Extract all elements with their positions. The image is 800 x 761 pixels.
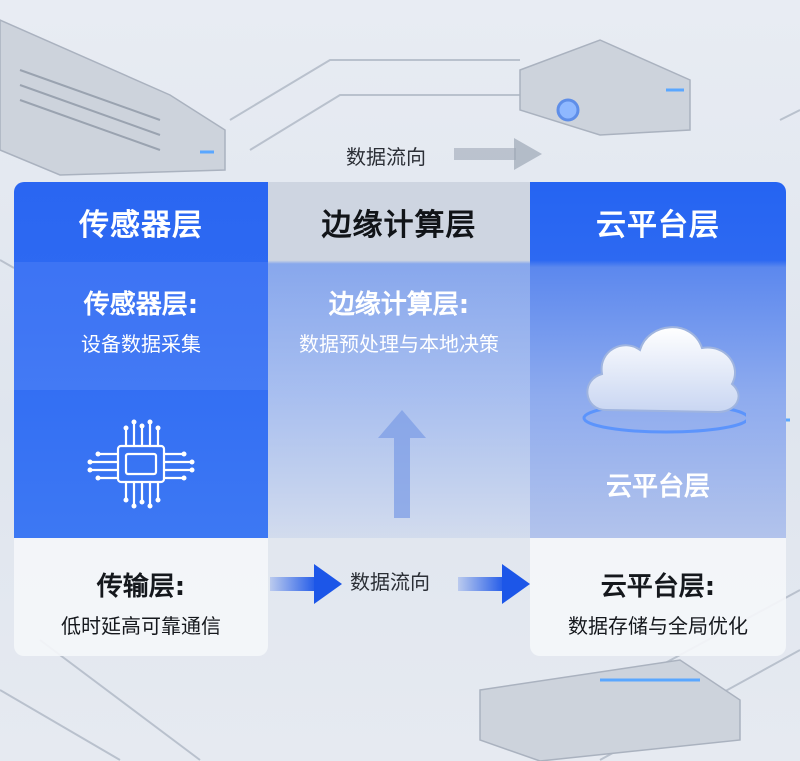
sensor-layer-block: 传感器层: 设备数据采集: [14, 262, 268, 390]
sensor-layer-column: 传感器层 传感器层: 设备数据采集: [14, 182, 268, 538]
edge-layer-title: 边缘计算层:: [328, 290, 470, 320]
flow-arrow-icon-right: [458, 564, 530, 604]
transport-layer-card: 传输层: 低时延高可靠通信: [14, 538, 268, 656]
bottom-flow-label: 数据流向: [350, 570, 430, 594]
edge-layer-column: 边缘计算层 边缘计算层: 数据预处理与本地决策: [268, 182, 530, 538]
edge-layer-header: 边缘计算层: [321, 208, 477, 243]
chip-icon: [87, 419, 195, 509]
cloud-icon: [582, 326, 746, 434]
top-flow-label: 数据流向: [346, 145, 426, 169]
cloud-platform-title: 云平台层:: [600, 572, 716, 602]
top-flow-arrow-icon: [454, 138, 542, 170]
sensor-layer-header: 传感器层: [79, 208, 203, 243]
cloud-platform-subtitle: 数据存储与全局优化: [568, 614, 748, 638]
cloud-layer-label: 云平台层: [605, 472, 710, 502]
edge-layer-subtitle: 数据预处理与本地决策: [299, 332, 499, 356]
cloud-layer-column: 云平台层 云平台层: [530, 182, 786, 538]
up-arrow-icon: [378, 410, 426, 518]
flow-arrow-icon-left: [270, 564, 342, 604]
sensor-layer-title: 传感器层:: [83, 290, 199, 320]
cloud-platform-card: 云平台层: 数据存储与全局优化: [530, 538, 786, 656]
transport-layer-subtitle: 低时延高可靠通信: [61, 614, 221, 638]
cloud-layer-header: 云平台层: [596, 208, 720, 243]
transport-layer-title: 传输层:: [96, 572, 186, 602]
sensor-layer-subtitle: 设备数据采集: [81, 332, 201, 356]
